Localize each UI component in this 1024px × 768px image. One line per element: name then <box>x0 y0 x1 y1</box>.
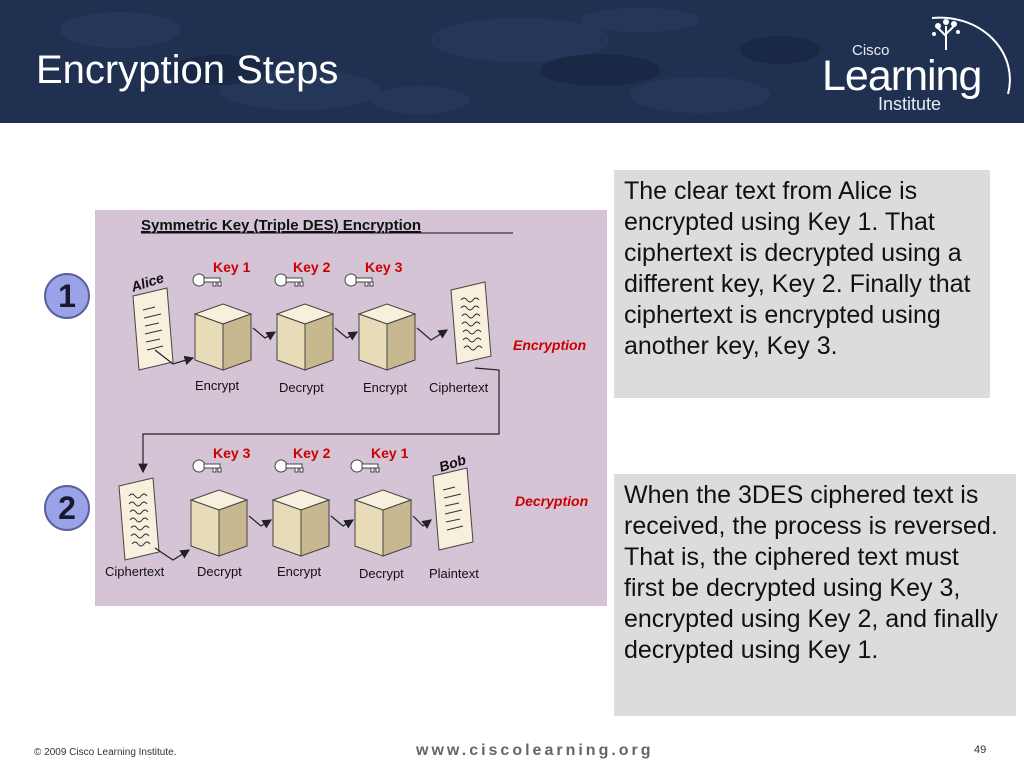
key-icon <box>193 460 221 472</box>
step-1-badge: 1 <box>44 273 90 319</box>
row1-key2-label: Key 2 <box>293 259 331 275</box>
row1-label-encrypt: Encrypt <box>195 378 239 393</box>
row1-label-decrypt: Decrypt <box>279 380 324 395</box>
plaintext-document-icon <box>433 468 473 550</box>
decryption-label: Decryption <box>515 493 588 509</box>
row2-label-encrypt: Encrypt <box>277 564 321 579</box>
key-icon <box>345 274 373 286</box>
ciphertext-document-icon <box>451 282 491 364</box>
plaintext-document-icon <box>133 288 173 370</box>
row1-key1-label: Key 1 <box>213 259 251 275</box>
row2-key2-label: Key 2 <box>293 445 331 461</box>
page-number: 49 <box>974 744 986 756</box>
row1-label-ciphertext: Ciphertext <box>429 380 489 395</box>
ciphertext-document-icon <box>119 478 159 560</box>
copyright-text: © 2009 Cisco Learning Institute. <box>34 747 176 758</box>
row1-label-encrypt-2: Encrypt <box>363 380 407 395</box>
row1-key3-label: Key 3 <box>365 259 403 275</box>
slide-title: Encryption Steps <box>36 48 338 93</box>
row2-label-decrypt: Decrypt <box>197 564 242 579</box>
key-icon <box>351 460 379 472</box>
cube-icon <box>195 304 251 370</box>
step-1-description: The clear text from Alice is encrypted u… <box>614 170 990 398</box>
slide-header: Encryption Steps Cisco Learning Institut… <box>0 0 1024 123</box>
cube-icon <box>359 304 415 370</box>
key-icon <box>275 460 303 472</box>
key-icon <box>275 274 303 286</box>
row2-key3-label: Key 3 <box>213 445 251 461</box>
row2-label-plaintext: Plaintext <box>429 566 479 581</box>
row2-label-ciphertext: Ciphertext <box>105 564 165 579</box>
triple-des-diagram: Symmetric Key (Triple DES) Encryption Al… <box>95 210 607 606</box>
diagram-title: Symmetric Key (Triple DES) Encryption <box>141 217 421 234</box>
encryption-label: Encryption <box>513 337 586 353</box>
cube-icon <box>191 490 247 556</box>
step-2-badge: 2 <box>44 485 90 531</box>
cube-icon <box>273 490 329 556</box>
cube-icon <box>355 490 411 556</box>
cube-icon <box>277 304 333 370</box>
cisco-learning-institute-logo: Cisco Learning Institute <box>812 4 1018 116</box>
website-url: www.ciscolearning.org <box>416 742 654 760</box>
logo-institute-text: Institute <box>878 94 941 115</box>
triple-des-diagram-graphic: Symmetric Key (Triple DES) Encryption Al… <box>95 210 607 606</box>
key-icon <box>193 274 221 286</box>
row2-label-decrypt-2: Decrypt <box>359 566 404 581</box>
step-2-description: When the 3DES ciphered text is received,… <box>614 474 1016 716</box>
row2-key1-label: Key 1 <box>371 445 409 461</box>
